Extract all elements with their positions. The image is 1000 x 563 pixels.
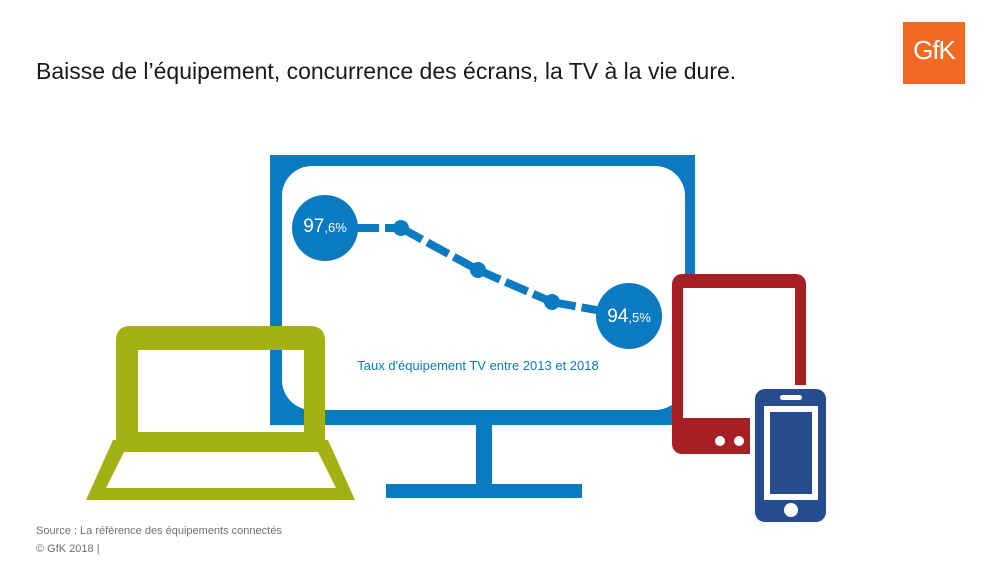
tablet-button-right [734, 436, 744, 446]
chart-title: Taux d'équipement TV entre 2013 et 2018 [357, 358, 598, 373]
page-title: Baisse de l’équipement, concurrence des … [36, 58, 737, 84]
point-label-2013: 97,6% [303, 216, 347, 237]
phone-speaker [780, 395, 802, 400]
tv-icon [270, 155, 695, 498]
chart-points [292, 195, 662, 349]
tv-stand-neck [476, 425, 492, 485]
tv-rate-chart: 97,6% 94,5% Taux d'équipement TV entre 2… [292, 195, 662, 373]
footer-copyright: © GfK 2018 | [36, 543, 100, 555]
point-label-2018: 94,5% [607, 306, 651, 327]
point-mid-1 [393, 220, 409, 236]
phone-home-button [784, 503, 798, 517]
point-2018 [596, 283, 662, 349]
point-2013 [292, 195, 358, 261]
point-label-2013-dec: ,6% [324, 220, 347, 235]
tablet-button-left [715, 436, 725, 446]
point-label-2018-int: 94 [607, 306, 629, 327]
laptop-keyboard-frame [86, 440, 355, 500]
point-mid-2 [470, 262, 486, 278]
laptop-screen-frame [116, 326, 325, 450]
tv-screen [282, 166, 685, 410]
smartphone-icon [750, 385, 830, 525]
phone-screen [770, 412, 812, 494]
gfk-logo: GfK [903, 22, 965, 84]
laptop-icon [86, 326, 355, 500]
point-label-2013-int: 97 [303, 216, 324, 237]
gfk-logo-text: GfK [913, 35, 956, 65]
chart-segment-2 [399, 224, 480, 274]
tv-stand-base [386, 484, 582, 498]
chart-segment-3 [476, 266, 554, 306]
point-label-2018-dec: ,5% [628, 310, 651, 325]
point-mid-3 [544, 294, 560, 310]
footer-source: Source : La référence des équipements co… [36, 525, 282, 537]
